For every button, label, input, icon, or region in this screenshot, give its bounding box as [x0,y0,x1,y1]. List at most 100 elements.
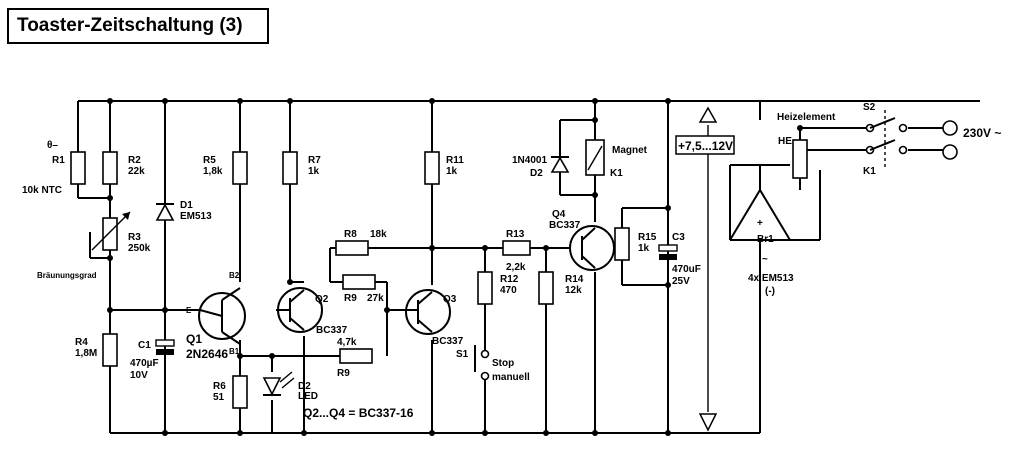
label-minus: (-) [765,286,775,297]
label-r4: R4 [75,337,88,348]
resistor-r4 [102,333,118,367]
label-r4-val: 1,8M [75,348,97,359]
label-r11-val: 1k [446,166,458,177]
label-e: E [186,306,192,315]
label-r9b: R9 [337,368,350,379]
label-s1: S1 [456,349,469,360]
label-c3-val: 470uF [672,264,701,275]
mains-terminal-1 [942,120,958,136]
supply-label-box [675,135,735,155]
label-q1: Q1 [186,332,202,346]
label-k1: K1 [610,168,623,179]
resistor-r12 [477,271,493,305]
transistor-q4 [569,225,615,271]
label-r12: R12 [500,274,519,285]
label-d1: D1 [180,200,193,211]
label-supply: +7,5...12V [678,139,733,153]
label-r7-val: 1k [308,166,320,177]
label-r8-val: 18k [370,229,387,240]
label-r6-val: 51 [213,392,225,403]
resistor-r1 [70,151,86,185]
transistor-q2 [276,287,323,333]
label-mains: 230V ~ [963,126,1001,140]
label-k1b: K1 [863,166,876,177]
pot-arrow-head [122,212,130,220]
resistor-r2 [102,151,118,185]
label-r14-val: 12k [565,285,582,296]
label-r11: R11 [446,155,464,166]
resistors [70,139,808,409]
label-magnet: Magnet [612,145,648,156]
label-tilde: ~ [762,254,768,265]
relay-coil [585,139,605,176]
label-c1-val: 470µF [130,358,159,369]
label-q1-val: 2N2646 [186,347,228,361]
label-q3: Q3 [443,294,457,305]
label-braeunungsgrad: Bräunungsgrad [37,271,97,280]
contacts [865,110,908,170]
label-r1-val: 10k NTC [22,185,62,196]
label-q2-val: BC337 [316,325,348,336]
resistor-r14 [538,271,554,305]
labels: θ– R1 10k NTC R2 22k R3 250k Bräunungsgr… [22,102,1001,420]
label-r5-val: 1,8k [203,166,223,177]
resistor-r15 [614,227,630,261]
resistor-r13 [502,240,531,256]
label-d1-val: EM513 [180,211,212,222]
resistor-r11 [424,151,440,185]
resistor-r9-47k [339,348,373,364]
label-r1: R1 [52,155,65,166]
pot-arrow [91,211,131,251]
bridge-rectifier [729,165,791,241]
label-d2: D2 [298,381,311,392]
label-b1: B1 [229,347,240,356]
label-c3: C3 [672,232,685,243]
label-bridge-val: 4x EM513 [748,273,794,284]
label-r3-val: 250k [128,243,151,254]
heating-element [792,139,808,179]
label-r3: R3 [128,232,141,243]
label-c3-v: 25V [672,276,690,287]
capacitor-c1 [155,339,175,355]
label-r15-val: 1k [638,243,650,254]
resistor-r5 [232,151,248,185]
label-r8: R8 [344,229,357,240]
label-d2k: D2 [530,168,543,179]
label-r6: R6 [213,381,226,392]
label-r9: R9 [344,293,357,304]
label-q4: Q4 [552,209,566,220]
label-heizelement: Heizelement [777,112,836,123]
label-r5: R5 [203,155,216,166]
mains-terminal-2 [942,144,958,160]
label-r13: R13 [506,229,525,240]
label-r15: R15 [638,232,657,243]
resistor-r6 [232,375,248,409]
label-br1: Br1 [757,234,774,245]
title-box: Toaster-Zeitschaltung (3) [7,8,269,44]
label-r7: R7 [308,155,321,166]
switch-s1 [474,345,490,381]
label-c1-v: 10V [130,370,148,381]
label-r2: R2 [128,155,141,166]
label-c1: C1 [138,340,151,351]
transistor-q3 [405,289,451,335]
diode-1n4001 [550,156,570,173]
label-q2: Q2 [315,294,329,305]
label-b2: B2 [229,271,240,280]
label-q4-val: BC337 [549,220,581,231]
label-1n4001: 1N4001 [512,155,547,166]
junction-dots [107,98,803,436]
resistor-r3 [102,217,118,251]
label-he: HE [778,136,792,147]
label-plus: + [757,218,763,229]
label-r13-val: 2,2k [506,262,526,273]
label-r9b-val: 4,7k [337,337,357,348]
label-d2-val: LED [298,391,318,402]
label-q3-val: BC337 [432,336,464,347]
page-title: Toaster-Zeitschaltung (3) [17,15,243,36]
resistor-r7 [282,151,298,185]
label-theta: θ– [47,140,58,151]
diode-d1 [155,203,175,221]
label-stop: Stop [492,358,514,369]
